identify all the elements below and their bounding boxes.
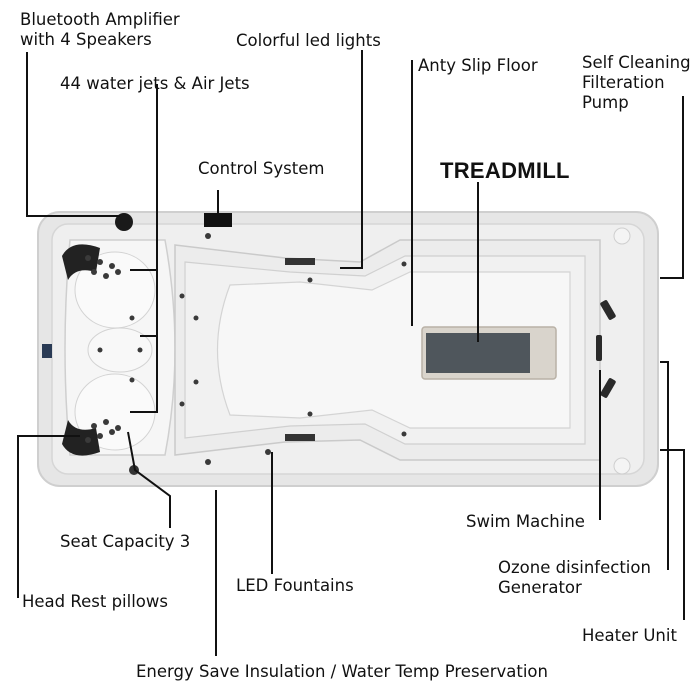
water-jets bbox=[85, 233, 407, 465]
led-light-bar-top bbox=[285, 258, 315, 265]
drain-cover bbox=[613, 457, 631, 475]
side-speaker bbox=[42, 344, 52, 358]
callout-jets bbox=[130, 84, 158, 413]
label-heater: Heater Unit bbox=[582, 626, 677, 645]
callout-lines bbox=[17, 50, 685, 656]
control-panel bbox=[204, 213, 232, 227]
label-treadmill: TREADMILL bbox=[440, 158, 570, 183]
label-control-system: Control System bbox=[198, 159, 325, 178]
label-ozone: Ozone disinfection Generator bbox=[498, 558, 651, 597]
callout-bluetooth bbox=[26, 52, 120, 217]
swim-machine-unit bbox=[596, 300, 616, 398]
callout-heater bbox=[660, 449, 685, 620]
label-led-lights: Colorful led lights bbox=[236, 31, 381, 50]
callout-pump bbox=[660, 96, 684, 279]
filtration-pump bbox=[613, 227, 631, 245]
callout-head-rest bbox=[17, 435, 80, 598]
label-seat-capacity: Seat Capacity 3 bbox=[60, 532, 191, 551]
bluetooth-speaker bbox=[115, 213, 133, 231]
swim-lane-floor bbox=[216, 271, 571, 429]
label-swim-machine: Swim Machine bbox=[466, 512, 585, 531]
callout-ozone bbox=[660, 361, 669, 570]
label-anti-slip: Anty Slip Floor bbox=[418, 56, 538, 75]
label-bluetooth: Bluetooth Amplifier with 4 Speakers bbox=[20, 10, 180, 49]
head-rest-pillow-bottom bbox=[62, 420, 100, 456]
callout-led-lights bbox=[340, 50, 363, 269]
callout-seat bbox=[127, 431, 171, 528]
seat-middle bbox=[87, 327, 153, 373]
label-insulation: Energy Save Insulation / Water Temp Pres… bbox=[136, 662, 548, 681]
led-light-bar-bottom bbox=[285, 434, 315, 441]
label-led-fountains: LED Fountains bbox=[236, 576, 354, 595]
label-head-rest: Head Rest pillows bbox=[22, 592, 168, 611]
head-rest-pillow-top bbox=[62, 244, 100, 280]
label-self-cleaning: Self Cleaning Filteration Pump bbox=[582, 53, 691, 112]
label-water-jets: 44 water jets & Air Jets bbox=[60, 74, 250, 93]
